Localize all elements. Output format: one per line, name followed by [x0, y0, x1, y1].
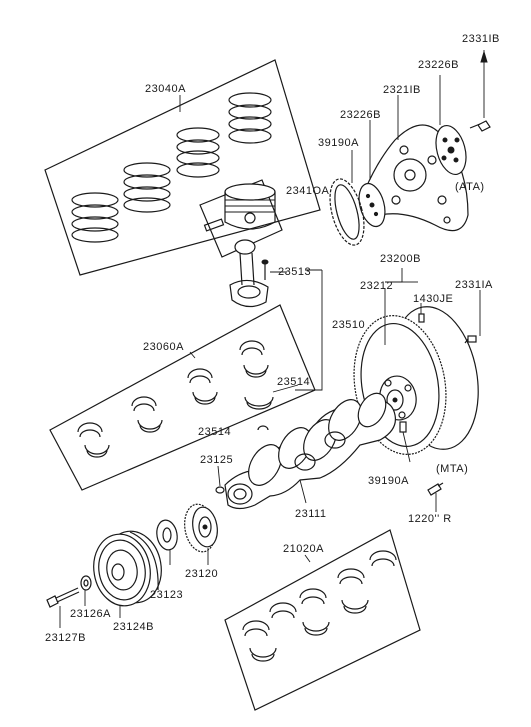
ring-gear: [329, 150, 365, 246]
conrod-bearing-shells: [77, 340, 269, 458]
adapter-plate-lower: [358, 120, 386, 228]
flywheel-mta: [353, 268, 479, 455]
label-39190a-ata: 39190A: [318, 137, 359, 149]
label-21020a: 21020A: [283, 543, 324, 555]
label-ata: (ATA): [455, 181, 485, 193]
bolt-2331ia: [464, 290, 481, 344]
label-2331ia: 2331IA: [455, 279, 493, 291]
label-2321ib: 2321IB: [383, 84, 421, 96]
label-1430je: 1430JE: [413, 293, 453, 305]
label-23514-lower: 23514: [198, 426, 231, 438]
label-23127b: 23127B: [45, 632, 86, 644]
label-23124b: 23124B: [113, 621, 154, 633]
label-23111: 23111: [295, 508, 326, 520]
label-23125: 23125: [200, 454, 233, 466]
main-bearing-box: [224, 529, 421, 711]
label-23513: 23513: [278, 266, 311, 278]
label-mta: (MTA): [436, 463, 468, 475]
label-23226b-upper: 23226B: [418, 59, 459, 71]
bolt-23127b: [46, 587, 80, 628]
pin-1430je: [418, 303, 425, 323]
bearing-23514-upper: [244, 384, 299, 410]
bolt-2331ib: [469, 50, 491, 132]
label-23226b-lower: 23226B: [340, 109, 381, 121]
label-2341oa: 2341OA: [286, 185, 330, 197]
piston-ring-set-box: [44, 59, 321, 276]
piston: [199, 179, 283, 258]
damper-pulley: [93, 530, 162, 618]
label-23200b: 23200B: [380, 253, 421, 265]
part-labels: 23040A 2331IB 23226B 2321IB 23226B 39190…: [45, 33, 500, 644]
main-bearing-shells: [242, 550, 397, 662]
label-23120: 23120: [185, 568, 218, 580]
label-23510: 23510: [332, 319, 365, 331]
label-1220r: 1220'' R: [408, 513, 452, 525]
adapter-plate-upper: [435, 75, 467, 176]
label-23123: 23123: [150, 589, 183, 601]
sprocket: [184, 503, 218, 565]
crankshaft: [224, 392, 397, 510]
label-23514-upper: 23514: [277, 376, 310, 388]
label-23212: 23212: [360, 280, 393, 292]
label-23040a: 23040A: [145, 83, 186, 95]
key-23125: [215, 465, 225, 494]
conrod-assy-leader: [295, 270, 323, 391]
label-23060a: 23060A: [143, 341, 184, 353]
washer-23126a: [80, 575, 92, 606]
label-2331ib: 2331IB: [462, 33, 500, 45]
bolt-1220r: [427, 482, 444, 512]
label-39190a-mta: 39190A: [368, 475, 409, 487]
bearing-23514-lower: [257, 425, 269, 431]
label-23126a: 23126A: [70, 608, 111, 620]
bolt-39190a-mta: [399, 421, 411, 463]
piston-rings: [71, 92, 272, 243]
connecting-rod: [229, 239, 287, 308]
washer-23123: [156, 519, 178, 565]
